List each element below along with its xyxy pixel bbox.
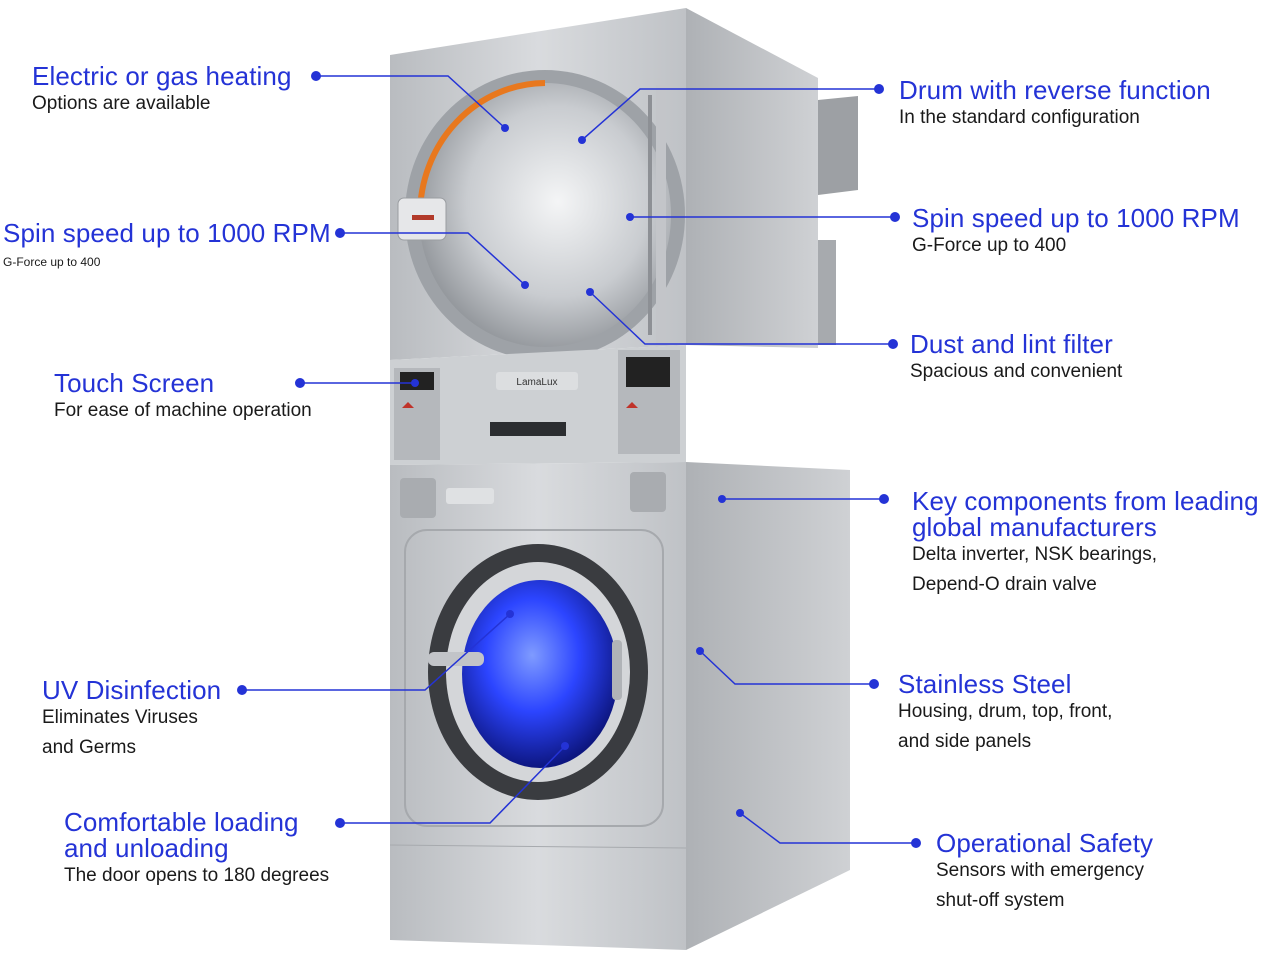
leader-dust xyxy=(589,291,893,345)
callout-title-line2: global manufacturers xyxy=(912,512,1157,542)
callout-spin-left: Spin speed up to 1000 RPM G-Force up to … xyxy=(3,220,331,270)
callout-subtitle-line1: Eliminates Viruses xyxy=(42,707,198,728)
callout-subtitle-line2: Depend-O drain valve xyxy=(912,574,1097,595)
leader-heating xyxy=(316,75,506,129)
leader-safety xyxy=(739,812,916,844)
callout-title: Stainless Steel xyxy=(898,669,1072,699)
callout-heating: Electric or gas heating Options are avai… xyxy=(32,63,292,119)
callout-subtitle: Spacious and convenient xyxy=(910,361,1123,382)
callout-title: Drum with reverse function xyxy=(899,75,1211,105)
callout-uv: UV Disinfection Eliminates Viruses and G… xyxy=(42,677,221,763)
callout-title: Spin speed up to 1000 RPM xyxy=(912,203,1240,233)
callout-subtitle: G-Force up to 400 xyxy=(3,255,101,269)
leader-spin-left xyxy=(340,232,526,286)
leader-steel xyxy=(699,650,874,685)
callout-subtitle: In the standard configuration xyxy=(899,107,1140,128)
callout-title-line1: Key components from leading xyxy=(912,486,1259,516)
dryer-drum xyxy=(397,70,685,360)
leader-dots xyxy=(237,71,921,848)
leader-lines xyxy=(242,75,916,844)
callout-subtitle: G-Force up to 400 xyxy=(912,235,1067,256)
callout-subtitle: For ease of machine operation xyxy=(54,400,312,421)
callout-spin-right: Spin speed up to 1000 RPM G-Force up to … xyxy=(912,205,1240,261)
washer-door-uv xyxy=(428,544,648,800)
callout-title-line2: and unloading xyxy=(64,833,229,863)
side-panel xyxy=(686,8,858,950)
callout-title-line1: Comfortable loading xyxy=(64,807,299,837)
callout-safety: Operational Safety Sensors with emergenc… xyxy=(936,830,1153,916)
brand-logo: LamaLux xyxy=(516,377,557,388)
leader-loading xyxy=(340,745,566,824)
callout-title: Touch Screen xyxy=(54,368,215,398)
callout-drum: Drum with reverse function In the standa… xyxy=(899,77,1211,133)
callout-subtitle-line2: and Germs xyxy=(42,737,136,758)
callout-title: Spin speed up to 1000 RPM xyxy=(3,218,331,248)
callout-stainless-steel: Stainless Steel Housing, drum, top, fron… xyxy=(898,671,1112,757)
callout-components: Key components from leading global manuf… xyxy=(912,488,1259,600)
callout-subtitle-line2: and side panels xyxy=(898,731,1032,752)
callout-touch-screen: Touch Screen For ease of machine operati… xyxy=(54,370,312,426)
callout-subtitle: Options are available xyxy=(32,93,211,114)
callout-subtitle-line2: shut-off system xyxy=(936,890,1065,911)
callout-title: Operational Safety xyxy=(936,828,1154,858)
callout-title: Electric or gas heating xyxy=(32,61,292,91)
callout-dust-filter: Dust and lint filter Spacious and conven… xyxy=(910,331,1122,387)
control-panel: LamaLux xyxy=(390,345,686,465)
callout-subtitle: The door opens to 180 degrees xyxy=(64,865,330,886)
callout-subtitle-line1: Sensors with emergency xyxy=(936,860,1145,881)
leader-uv xyxy=(242,613,511,691)
callout-subtitle-line1: Housing, drum, top, front, xyxy=(898,701,1113,722)
callout-subtitle-line1: Delta inverter, NSK bearings, xyxy=(912,544,1158,565)
leader-drum xyxy=(581,88,879,141)
washer-base xyxy=(389,844,687,849)
callout-title: UV Disinfection xyxy=(42,675,222,705)
callout-title: Dust and lint filter xyxy=(910,329,1113,359)
callout-loading: Comfortable loading and unloading The do… xyxy=(64,809,329,891)
